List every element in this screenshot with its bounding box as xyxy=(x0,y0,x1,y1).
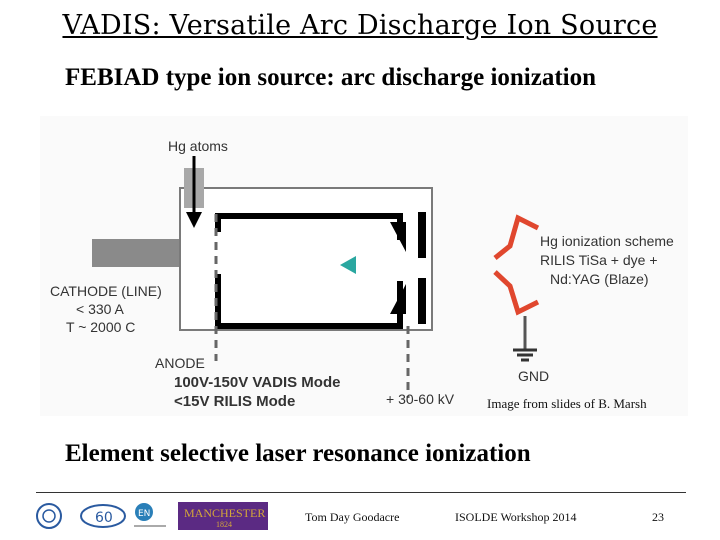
bottom-heading: Element selective laser resonance ioniza… xyxy=(65,440,531,467)
gnd-label: GND xyxy=(518,368,549,384)
extraction-electrode-bottom xyxy=(418,278,426,324)
scheme-line1-label: RILIS TiSa + dye + xyxy=(540,252,658,268)
svg-text:1824: 1824 xyxy=(216,520,232,529)
page-number: 23 xyxy=(652,510,664,524)
laser-bracket-top xyxy=(493,214,540,260)
anode-label: ANODE xyxy=(155,355,205,371)
cathode-temp-label: T ~ 2000 C xyxy=(66,319,135,335)
slide-subtitle: FEBIAD type ion source: arc discharge io… xyxy=(65,64,597,91)
svg-text:60: 60 xyxy=(95,510,113,526)
voltage-label: + 30-60 kV xyxy=(386,391,455,407)
nozzle-top xyxy=(390,222,406,252)
en-department-logo: EN xyxy=(134,503,166,527)
ion-source-diagram: Hg atoms GND Hg ionization scheme RILIS … xyxy=(40,116,688,416)
manchester-logo: MANCHESTER 1824 xyxy=(178,502,268,530)
vadis-mode-label: 100V-150V VADIS Mode xyxy=(174,374,340,391)
cern-logo xyxy=(36,503,62,529)
laser-bracket-bottom xyxy=(493,270,540,316)
cathode-current-label: < 330 A xyxy=(76,301,125,317)
svg-text:EN: EN xyxy=(138,509,150,519)
hg-atoms-label: Hg atoms xyxy=(168,138,228,154)
cathode-rod xyxy=(92,239,182,267)
cathode-label: CATHODE (LINE) xyxy=(50,283,162,299)
footer-event: ISOLDE Workshop 2014 xyxy=(455,510,577,524)
nozzle-bottom xyxy=(390,284,406,314)
extraction-electrode-top xyxy=(418,212,426,258)
svg-text:MANCHESTER: MANCHESTER xyxy=(184,506,265,520)
scheme-line2-label: Nd:YAG (Blaze) xyxy=(550,271,649,287)
image-credit: Image from slides of B. Marsh xyxy=(487,396,647,411)
ion-beam-arrow xyxy=(340,256,356,274)
footer-presenter: Tom Day Goodacre xyxy=(305,510,400,524)
slide-title: VADIS: Versatile Arc Discharge Ion Sourc… xyxy=(62,10,658,41)
rilis-mode-label: <15V RILIS Mode xyxy=(174,393,295,410)
hg-arrow-head xyxy=(186,212,202,228)
scheme-title-label: Hg ionization scheme xyxy=(540,233,674,249)
cern-60-logo: 60 xyxy=(80,504,126,528)
footer-divider xyxy=(36,492,686,493)
